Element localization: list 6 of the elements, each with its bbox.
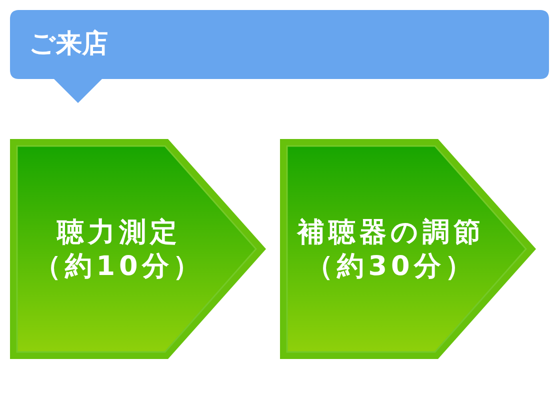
banner-title: ご来店 bbox=[29, 28, 108, 60]
step-label: 補聴器の調節（約30分） bbox=[296, 216, 486, 284]
chevron-arrow-box bbox=[280, 139, 536, 359]
speech-bubble-banner bbox=[10, 10, 549, 103]
chevron-arrow-box bbox=[10, 139, 266, 359]
step-label: 聴力測定（約10分） bbox=[33, 216, 205, 284]
